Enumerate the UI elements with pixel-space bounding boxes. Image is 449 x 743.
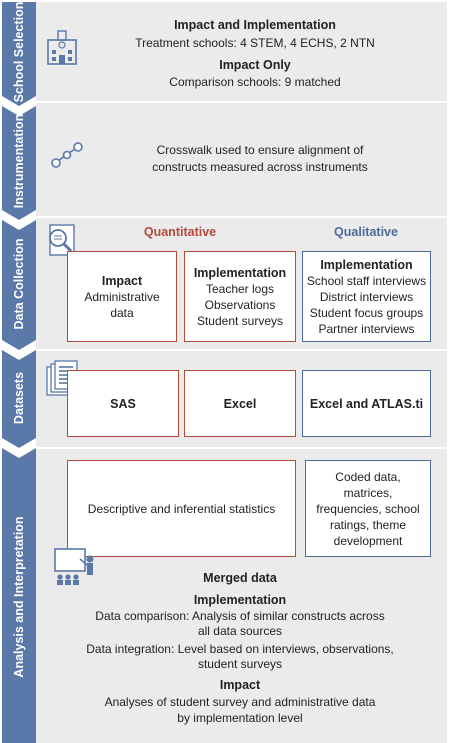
box-line: development [333,533,403,548]
box-line: Partner interviews [318,321,415,336]
stage-sidebar: School Selection Instrumentation Data Co… [2,2,36,743]
box-title: Excel and ATLAS.ti [309,396,424,411]
box-line: ratings, theme [329,517,407,532]
excel-dataset-box: Excel [184,370,296,437]
implementation-line: Data integration: Level based on intervi… [86,642,394,656]
box-line: Teacher logs [205,281,275,296]
quantitative-heading: Quantitative [143,225,217,239]
box-title: SAS [110,396,136,411]
box-line: matrices, [343,485,393,500]
box-title: Implementation [320,257,413,272]
implementation-line: Data comparison: Analysis of similar con… [95,609,385,623]
comparison-schools: Comparison schools: 9 matched [169,75,341,89]
impact-data-box: Impact Administrative data [67,251,177,342]
sas-dataset-box: SAS [67,370,179,437]
implementation-line: student surveys [197,657,283,671]
crosswalk-link-icon [51,142,83,168]
box-line: Student surveys [196,313,284,328]
crosswalk-line-1: Crosswalk used to ensure alignment of [156,143,364,157]
heading-impact-implementation: Impact and Implementation [174,18,336,32]
separator [36,349,447,351]
box-title: Implementation [193,265,287,280]
qualitative-heading: Qualitative [334,225,398,239]
merged-data-heading: Merged data [203,571,277,585]
implementation-quant-box: Implementation Teacher logs Observations… [184,251,296,342]
implementation-line: all data sources [197,624,283,638]
school-building-icon [47,30,77,65]
label-instrumentation: Instrumentation [12,113,26,209]
excel-atlas-dataset-box: Excel and ATLAS.ti [302,370,431,437]
coded-data-box: Coded data, matrices, frequencies, schoo… [305,460,431,557]
impact-line: by implementation level [177,711,303,725]
box-line: Observations [204,297,276,312]
box-line: Student focus groups [309,305,424,320]
box-line: School staff interviews [306,273,427,288]
label-analysis: Analysis and Interpretation [12,515,26,678]
statistics-box: Descriptive and inferential statistics [67,460,296,557]
box-title: Impact [101,273,143,288]
box-line: data [110,305,134,320]
box-line: Descriptive and inferential statistics [87,501,276,516]
label-school-selection: School Selection [12,1,26,103]
treatment-schools: Treatment schools: 4 STEM, 4 ECHS, 2 NTN [135,36,375,50]
separator [36,101,447,103]
separator [36,447,447,449]
label-datasets: Datasets [12,371,26,425]
presentation-icon [54,548,94,585]
crosswalk-line-2: constructs measured across instruments [152,160,368,174]
box-line: Administrative [84,289,160,304]
heading-impact-only: Impact Only [219,58,291,72]
magnifier-document-icon [49,224,75,256]
box-line: frequencies, school [316,501,420,516]
label-data-collection: Data Collection [12,238,26,330]
box-line: Coded data, [335,469,401,484]
box-line: District interviews [319,289,414,304]
implementation-qual-box: Implementation School staff interviews D… [302,251,431,342]
separator [36,216,447,218]
implementation-heading: Implementation [193,593,287,607]
impact-heading: Impact [219,678,261,692]
sidebar-chevrons [2,2,36,743]
impact-line: Analyses of student survey and administr… [104,695,376,709]
box-title: Excel [223,396,257,411]
